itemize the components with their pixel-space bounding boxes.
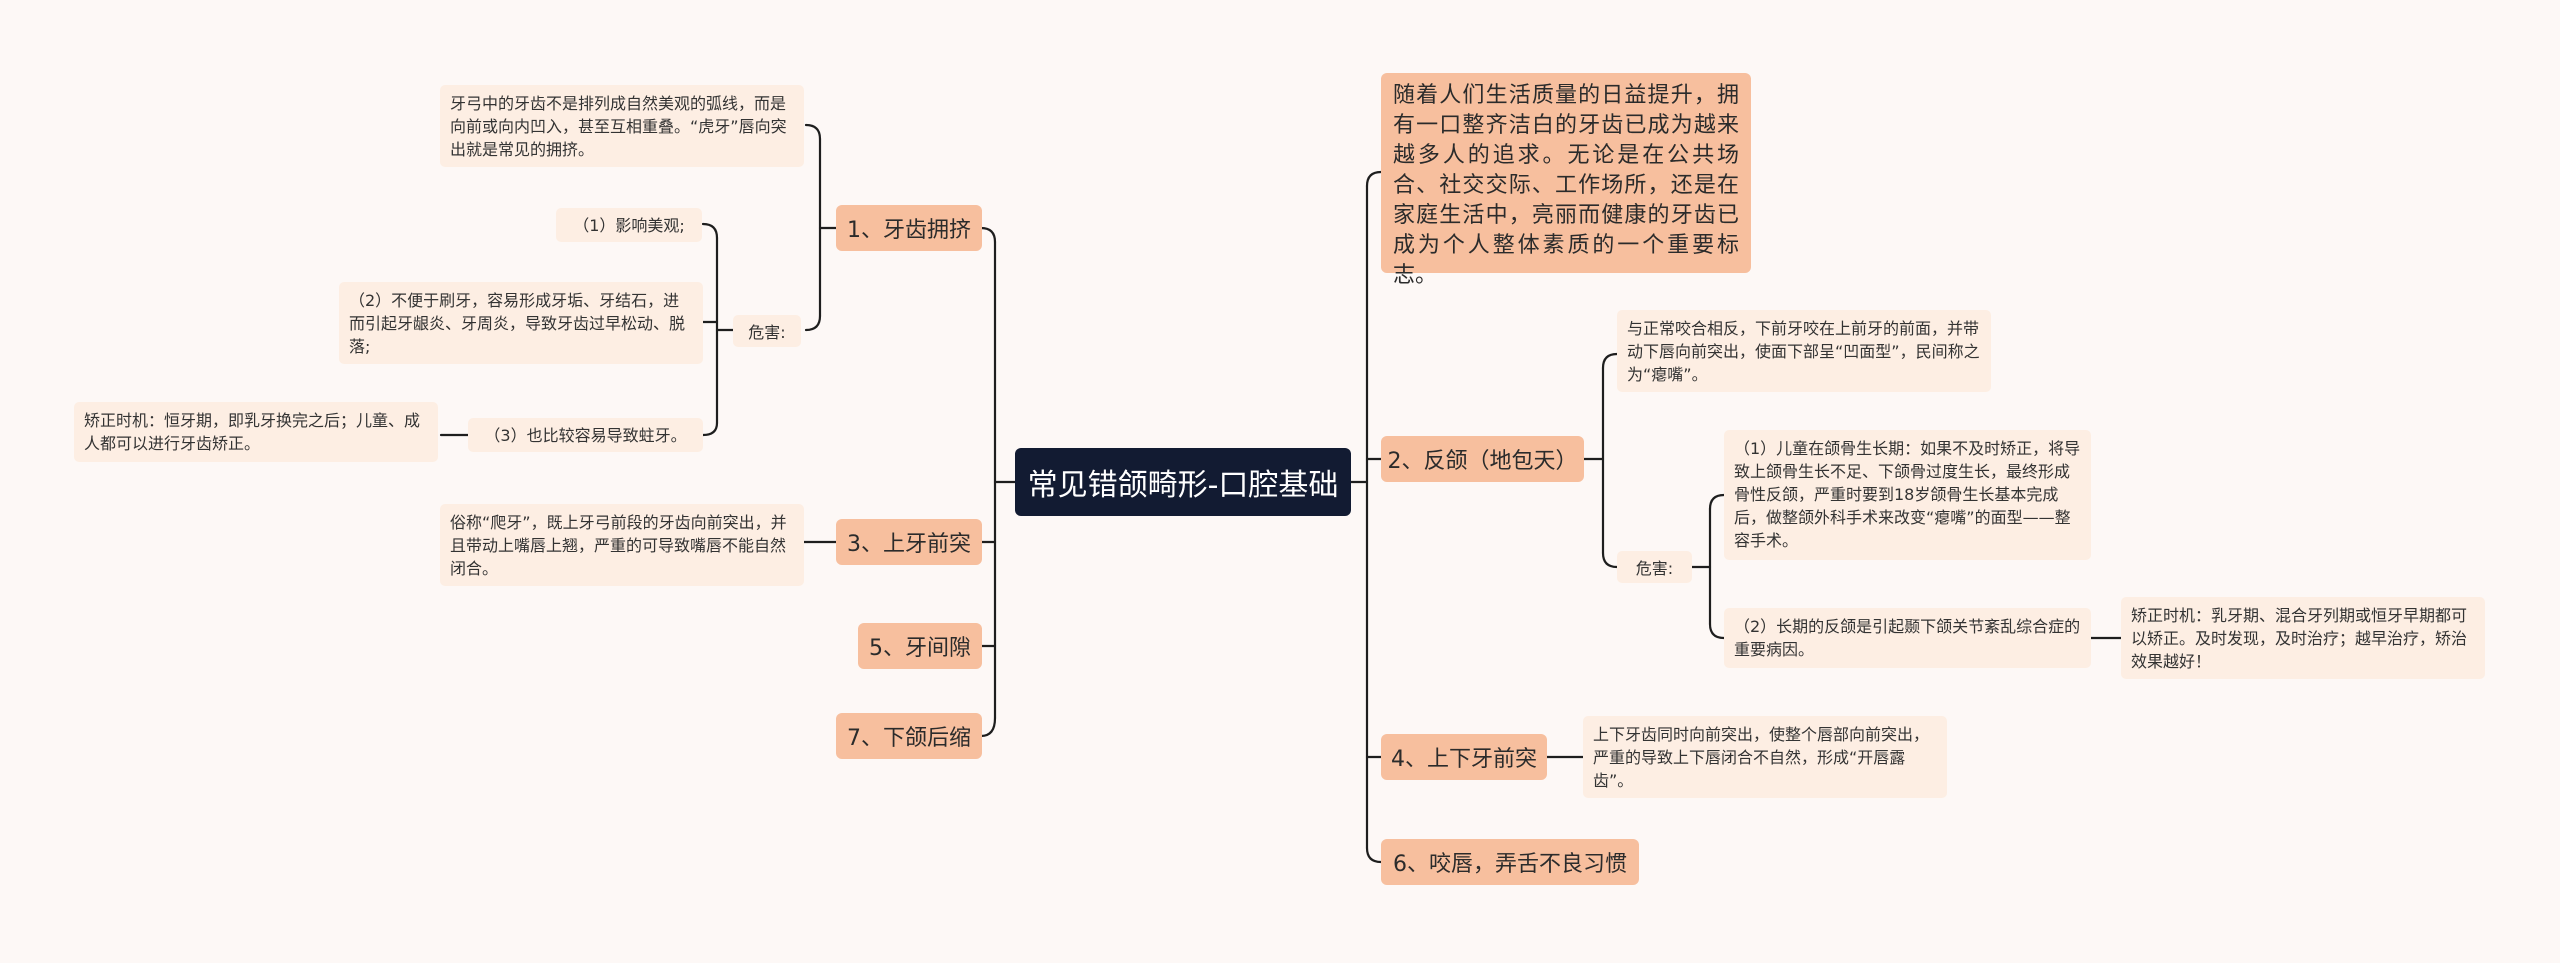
branch-bad-habits[interactable]: 6、咬唇，弄舌不良习惯: [1381, 839, 1639, 885]
crossbite-harm-label[interactable]: 危害:: [1617, 551, 1692, 583]
branch-teeth-crowding[interactable]: 1、牙齿拥挤: [836, 205, 982, 251]
branch-mandibular-retrusion[interactable]: 7、下颌后缩: [836, 713, 982, 759]
crossbite-description[interactable]: 与正常咬合相反，下前牙咬在上前牙的前面，并带动下唇向前突出，使面下部呈“凹面型”…: [1617, 310, 1991, 392]
branch-tooth-gap[interactable]: 5、牙间隙: [858, 623, 982, 669]
intro-note[interactable]: 随着人们生活质量的日益提升，拥有一口整齐洁白的牙齿已成为越来越多人的追求。无论是…: [1381, 73, 1751, 288]
root-topic[interactable]: 常见错颌畸形-口腔基础: [1015, 448, 1351, 516]
crowding-harm-label[interactable]: 危害:: [733, 315, 801, 347]
crowding-correction-timing[interactable]: 矫正时机：恒牙期，即乳牙换完之后；儿童、成人都可以进行牙齿矫正。: [74, 402, 438, 462]
branch-bimaxillary-protrusion[interactable]: 4、上下牙前突: [1381, 734, 1547, 780]
branch-upper-protrusion[interactable]: 3、上牙前突: [836, 519, 982, 565]
crowding-harm-2[interactable]: （2）不便于刷牙，容易形成牙垢、牙结石，进而引起牙龈炎、牙周炎，导致牙齿过早松动…: [339, 282, 703, 364]
bimaxillary-description[interactable]: 上下牙齿同时向前突出，使整个唇部向前突出，严重的导致上下唇闭合不自然，形成“开唇…: [1583, 716, 1947, 798]
crossbite-harm-1[interactable]: （1）儿童在颌骨生长期：如果不及时矫正，将导致上颌骨生长不足、下颌骨过度生长，最…: [1724, 430, 2091, 560]
crowding-harm-1[interactable]: （1）影响美观;: [556, 208, 702, 242]
crowding-description[interactable]: 牙弓中的牙齿不是排列成自然美观的弧线，而是向前或向内凹入，甚至互相重叠。“虎牙”…: [440, 85, 804, 167]
crossbite-harm-2[interactable]: （2）长期的反颌是引起颞下颌关节紊乱综合症的重要病因。: [1724, 608, 2091, 668]
crowding-harm-3[interactable]: （3）也比较容易导致蛀牙。: [468, 418, 703, 452]
protrusion-description[interactable]: 俗称“爬牙”，既上牙弓前段的牙齿向前突出，并且带动上嘴唇上翘，严重的可导致嘴唇不…: [440, 504, 804, 586]
branch-crossbite[interactable]: 2、反颌（地包天）: [1381, 436, 1584, 482]
crossbite-correction-timing[interactable]: 矫正时机：乳牙期、混合牙列期或恒牙早期都可以矫正。及时发现，及时治疗；越早治疗，…: [2121, 597, 2485, 679]
